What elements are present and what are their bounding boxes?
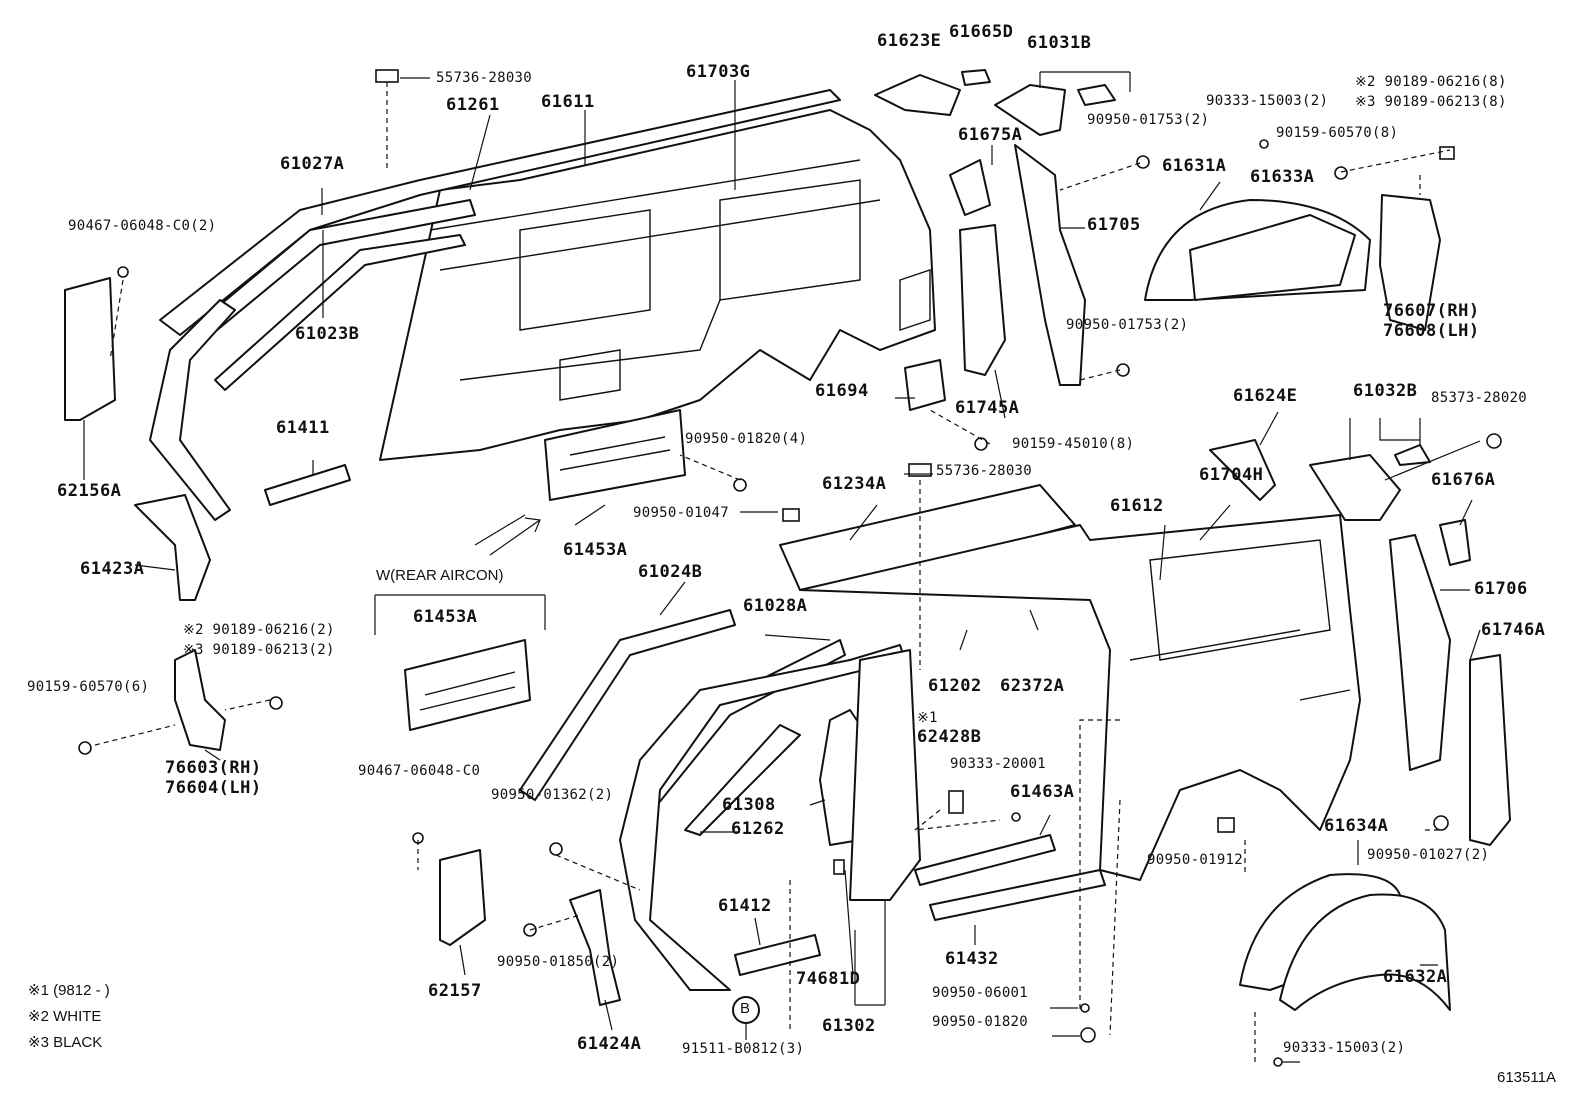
label-61694: 61694 (815, 381, 869, 401)
fasteners-drawing (78, 69, 1502, 1067)
label-61676A: 61676A (1431, 470, 1496, 490)
label-61703G: 61703G (686, 62, 751, 82)
label-61031B: 61031B (1027, 33, 1092, 53)
label-61261: 61261 (446, 95, 500, 115)
label-90950-01850: 90950-01850(2) (497, 954, 620, 970)
label-90467-06048-c0-top: 90467-06048-C0(2) (68, 218, 217, 234)
label-61746A: 61746A (1481, 620, 1546, 640)
label-62156A: 62156A (57, 481, 122, 501)
label-55736-28030-mid: 55736-28030 (936, 463, 1033, 479)
label-61453A-a: 61453A (563, 540, 628, 560)
label-90950-01753-b: 90950-01753(2) (1066, 317, 1189, 333)
label-90950-01820-b: 90950-01820 (932, 1014, 1029, 1030)
label-90950-01027: 90950-01027(2) (1367, 847, 1490, 863)
label-76608-lh: 76608(LH) (1383, 321, 1480, 341)
label-76607-rh: 76607(RH) (1383, 301, 1480, 321)
label-85373-28020: 85373-28020 (1431, 390, 1528, 406)
label-90950-06001: 90950-06001 (932, 985, 1029, 1001)
upper-right-parts-drawing (874, 69, 1441, 411)
label-90159-60570-6: 90159-60570(6) (27, 679, 150, 695)
label-61423A: 61423A (80, 559, 145, 579)
label-90950-01362: 90950-01362(2) (491, 787, 614, 803)
label-61675A: 61675A (958, 125, 1023, 145)
label-61432: 61432 (945, 949, 999, 969)
diagram-code: 613511A (1497, 1069, 1556, 1086)
label-62428B: 62428B (917, 727, 982, 747)
label-90950-01820-4: 90950-01820(4) (685, 431, 808, 447)
label-61032B: 61032B (1353, 381, 1418, 401)
label-61424A: 61424A (577, 1034, 642, 1054)
label-90333-15003-top: 90333-15003(2) (1206, 93, 1329, 109)
lower-side-panel-drawing (174, 439, 1511, 1011)
label-61023B: 61023B (295, 324, 360, 344)
label-61665D: 61665D (949, 22, 1014, 42)
label-90950-01753-a: 90950-01753(2) (1087, 112, 1210, 128)
label-61202: 61202 (928, 676, 982, 696)
label-61411: 61411 (276, 418, 330, 438)
label-90159-60570-8: 90159-60570(8) (1276, 125, 1399, 141)
label-61463A: 61463A (1010, 782, 1075, 802)
group-label-rear-aircon: W(REAR AIRCON) (376, 567, 504, 584)
label-61027A: 61027A (280, 154, 345, 174)
label-61302: 61302 (822, 1016, 876, 1036)
label-61024B: 61024B (638, 562, 703, 582)
label-61308: 61308 (722, 795, 776, 815)
label-90189-06213-top: ※3 90189-06213(8) (1355, 94, 1507, 110)
label-61611: 61611 (541, 92, 595, 112)
notes-legend: ※1 (9812 - ) ※2 WHITE ※3 BLACK (28, 981, 110, 1051)
label-76603-rh: 76603(RH) (165, 758, 262, 778)
marker-b-label: B (740, 1000, 751, 1017)
label-61624E: 61624E (1233, 386, 1298, 406)
label-61745A: 61745A (955, 398, 1020, 418)
leader-lines (83, 71, 1481, 1063)
label-91511-b0812: 91511-B0812(3) (682, 1041, 805, 1057)
label-90189-06213-left: ※3 90189-06213(2) (183, 642, 335, 658)
label-61453A-b: 61453A (413, 607, 478, 627)
label-61234A: 61234A (822, 474, 887, 494)
upper-side-panel-drawing (64, 89, 936, 601)
label-61412: 61412 (718, 896, 772, 916)
label-90189-06216-top: ※2 90189-06216(8) (1355, 74, 1507, 90)
label-76604-lh: 76604(LH) (165, 778, 262, 798)
label-90189-06216-left: ※2 90189-06216(2) (183, 622, 335, 638)
label-90467-06048-c0-mid: 90467-06048-C0 (358, 763, 481, 779)
note-2: ※2 WHITE (28, 1008, 102, 1025)
label-74681D: 74681D (796, 969, 861, 989)
note-1: ※1 (9812 - ) (28, 982, 110, 999)
label-61612: 61612 (1110, 496, 1164, 516)
label-90950-01912: 90950-01912 (1147, 852, 1244, 868)
label-61706: 61706 (1474, 579, 1528, 599)
label-61623E: 61623E (877, 31, 942, 51)
label-90159-45010: 90159-45010(8) (1012, 436, 1135, 452)
label-note1-marker: ※1 (917, 710, 938, 726)
label-62372A: 62372A (1000, 676, 1065, 696)
label-61632A: 61632A (1383, 967, 1448, 987)
label-61028A: 61028A (743, 596, 808, 616)
label-55736-28030-top: 55736-28030 (436, 70, 533, 86)
label-62157: 62157 (428, 981, 482, 1001)
label-90333-20001: 90333-20001 (950, 756, 1047, 772)
label-61634A: 61634A (1324, 816, 1389, 836)
label-61262: 61262 (731, 819, 785, 839)
label-61633A: 61633A (1250, 167, 1315, 187)
label-61705: 61705 (1087, 215, 1141, 235)
label-61704H: 61704H (1199, 465, 1264, 485)
label-90333-15003-bot: 90333-15003(2) (1283, 1040, 1406, 1056)
label-90950-01047: 90950-01047 (633, 505, 730, 521)
note-3: ※3 BLACK (28, 1034, 103, 1051)
label-61631A: 61631A (1162, 156, 1227, 176)
